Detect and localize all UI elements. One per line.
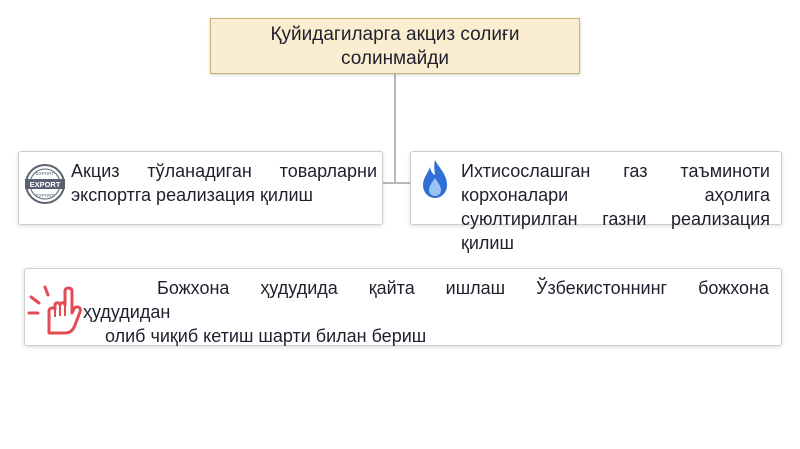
export-card-line-2: экспортга реализация қилиш	[71, 185, 313, 205]
stamp-center-label: EXPORT	[30, 180, 61, 189]
customs-card-line-3: олиб чиқиб кетиш шарти билан бериш	[105, 326, 427, 346]
gas-card-line-3: суюлтирилган газни реализация	[461, 209, 770, 229]
gas-card: Ихтисослашган газ таъминоти корхоналари …	[410, 151, 782, 253]
stamp-bottom-label: EXPORT	[36, 193, 55, 198]
title-line-2: солинмайди	[341, 48, 449, 69]
connector-right	[394, 182, 410, 184]
pointing-hand-icon	[27, 285, 82, 335]
customs-card-line-2: ҳудудидан	[83, 302, 171, 322]
stamp-top-label: EXPORT	[36, 171, 55, 176]
customs-card-line-1: Божхона ҳудудида қайта ишлаш Ўзбекистонн…	[157, 278, 769, 298]
connector-vertical	[394, 74, 396, 184]
gas-card-line-1: Ихтисослашган газ таъминоти	[461, 161, 770, 181]
title-box: Қуйидагиларга акциз солиғи солинмайди	[210, 18, 580, 74]
gas-flame-icon	[423, 160, 447, 198]
export-stamp-icon: EXPORT EXPORT EXPORT	[25, 164, 65, 204]
gas-card-line-2: корхоналари аҳолига	[461, 185, 770, 205]
gas-card-line-4: қилиш	[461, 233, 514, 253]
export-card: EXPORT EXPORT EXPORT Акциз тўланадиган т…	[18, 151, 383, 225]
export-card-line-1: Акциз тўланадиган товарларни	[71, 161, 377, 181]
connector-left	[383, 182, 396, 184]
customs-card: Божхона ҳудудида қайта ишлаш Ўзбекистонн…	[24, 268, 782, 346]
title-line-1: Қуйидагиларга акциз солиғи	[270, 24, 520, 45]
